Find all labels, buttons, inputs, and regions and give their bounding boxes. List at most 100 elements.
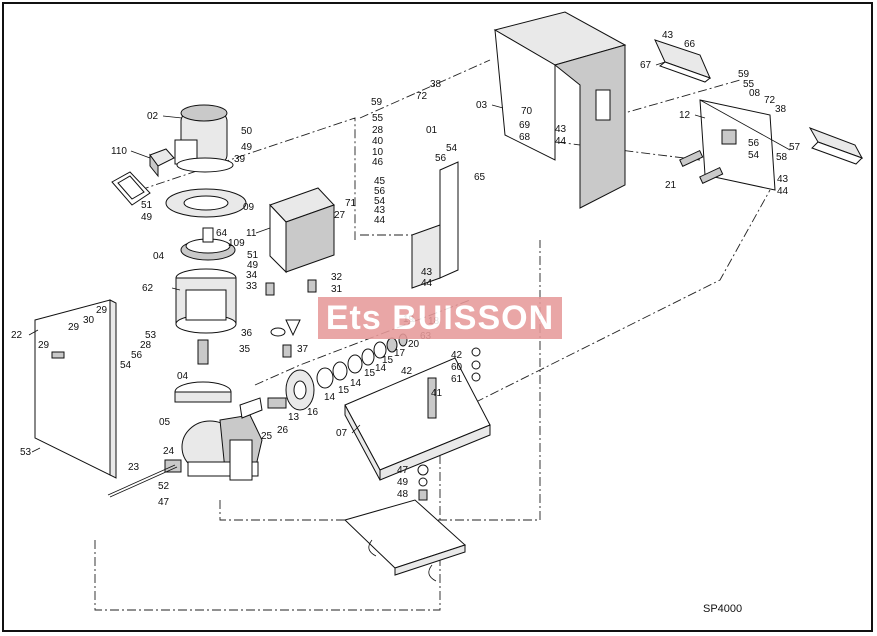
label-27: 27 bbox=[334, 210, 346, 221]
label-43: 43 bbox=[662, 30, 674, 41]
label-56: 56 bbox=[435, 153, 447, 164]
part-labels: 02 110 50 49 39 51 49 09 64 04 109 51 49… bbox=[11, 30, 801, 508]
label-35: 35 bbox=[239, 344, 251, 355]
label-54: 54 bbox=[446, 143, 458, 154]
label-54: 54 bbox=[120, 360, 132, 371]
label-110: 110 bbox=[111, 146, 127, 157]
label-61: 61 bbox=[451, 374, 463, 385]
label-43: 43 bbox=[421, 267, 433, 278]
guide-rail-right bbox=[808, 127, 864, 165]
label-50: 50 bbox=[241, 126, 253, 137]
label-15: 15 bbox=[338, 385, 350, 396]
label-46: 46 bbox=[372, 157, 384, 168]
leader-lines bbox=[28, 61, 706, 453]
label-54: 54 bbox=[374, 196, 386, 207]
label-56: 56 bbox=[374, 186, 386, 197]
gear-wheel bbox=[267, 369, 315, 411]
watermark-banner: Ets BUISSON bbox=[318, 297, 562, 339]
label-32: 32 bbox=[331, 272, 343, 283]
motor bbox=[174, 104, 234, 173]
label-37: 37 bbox=[297, 344, 309, 355]
label-69: 69 bbox=[519, 120, 531, 131]
label-44: 44 bbox=[777, 186, 789, 197]
label-59: 59 bbox=[738, 69, 750, 80]
label-21: 21 bbox=[665, 180, 677, 191]
label-38: 38 bbox=[430, 79, 442, 90]
bracket-plate bbox=[411, 161, 459, 289]
label-57: 57 bbox=[789, 142, 801, 153]
label-71: 71 bbox=[345, 198, 357, 209]
watermark-text: Ets BUISSON bbox=[325, 298, 555, 337]
hardware-column-right bbox=[417, 347, 481, 501]
lantern-housing bbox=[175, 268, 237, 334]
label-28: 28 bbox=[140, 340, 152, 351]
label-60: 60 bbox=[451, 362, 463, 373]
label-28: 28 bbox=[372, 125, 384, 136]
base-disc bbox=[174, 381, 232, 403]
label-26: 26 bbox=[277, 425, 289, 436]
pump-body bbox=[181, 397, 263, 481]
label-14: 14 bbox=[375, 363, 387, 374]
label-49: 49 bbox=[247, 260, 259, 271]
label-42: 42 bbox=[401, 366, 413, 377]
label-55: 55 bbox=[743, 79, 755, 90]
label-12: 12 bbox=[679, 110, 691, 121]
label-33: 33 bbox=[246, 281, 258, 292]
label-16: 16 bbox=[307, 407, 319, 418]
label-68: 68 bbox=[519, 132, 531, 143]
label-22: 22 bbox=[11, 330, 23, 341]
label-48: 48 bbox=[397, 489, 409, 500]
label-56: 56 bbox=[131, 350, 143, 361]
label-70: 70 bbox=[521, 106, 533, 117]
label-67: 67 bbox=[640, 60, 652, 71]
label-44: 44 bbox=[374, 215, 386, 226]
label-08: 08 bbox=[749, 88, 761, 99]
label-13: 13 bbox=[288, 412, 300, 423]
enclosure-cover bbox=[493, 11, 627, 209]
label-11: 11 bbox=[246, 228, 257, 239]
label-07: 07 bbox=[336, 428, 348, 439]
label-64: 64 bbox=[216, 228, 228, 239]
label-59: 59 bbox=[371, 97, 383, 108]
label-72: 72 bbox=[764, 95, 776, 106]
label-17: 17 bbox=[394, 348, 406, 359]
label-40: 40 bbox=[372, 136, 384, 147]
label-14: 14 bbox=[350, 378, 362, 389]
control-box bbox=[269, 187, 335, 274]
label-42: 42 bbox=[451, 350, 463, 361]
label-45: 45 bbox=[374, 176, 386, 187]
label-49: 49 bbox=[241, 142, 253, 153]
nozzle-and-rod bbox=[107, 459, 182, 498]
label-29: 29 bbox=[68, 322, 80, 333]
label-03: 03 bbox=[476, 100, 488, 111]
label-54: 54 bbox=[748, 150, 760, 161]
label-62: 62 bbox=[142, 283, 154, 294]
label-53: 53 bbox=[145, 330, 157, 341]
label-14: 14 bbox=[324, 392, 336, 403]
label-31: 31 bbox=[331, 284, 343, 295]
terminal-box bbox=[149, 148, 175, 178]
door-panel bbox=[34, 299, 117, 479]
label-43: 43 bbox=[777, 174, 789, 185]
label-72: 72 bbox=[416, 91, 428, 102]
label-65: 65 bbox=[474, 172, 486, 183]
label-10: 10 bbox=[372, 147, 384, 158]
label-58: 58 bbox=[776, 152, 788, 163]
drawing-code: SP4000 bbox=[703, 603, 743, 615]
label-25: 25 bbox=[261, 431, 273, 442]
label-66: 66 bbox=[684, 39, 696, 50]
label-04: 04 bbox=[153, 251, 165, 262]
label-44: 44 bbox=[555, 136, 567, 147]
base-plate bbox=[344, 357, 491, 481]
label-24: 24 bbox=[163, 446, 175, 457]
cable-glands bbox=[265, 279, 317, 358]
coupling-disc bbox=[180, 227, 236, 261]
label-15: 15 bbox=[382, 355, 394, 366]
label-49: 49 bbox=[397, 477, 409, 488]
label-05: 05 bbox=[159, 417, 171, 428]
label-15: 15 bbox=[364, 368, 376, 379]
label-09: 09 bbox=[243, 202, 255, 213]
mounting-frame bbox=[699, 99, 791, 191]
label-56: 56 bbox=[748, 138, 760, 149]
label-43: 43 bbox=[555, 124, 567, 135]
